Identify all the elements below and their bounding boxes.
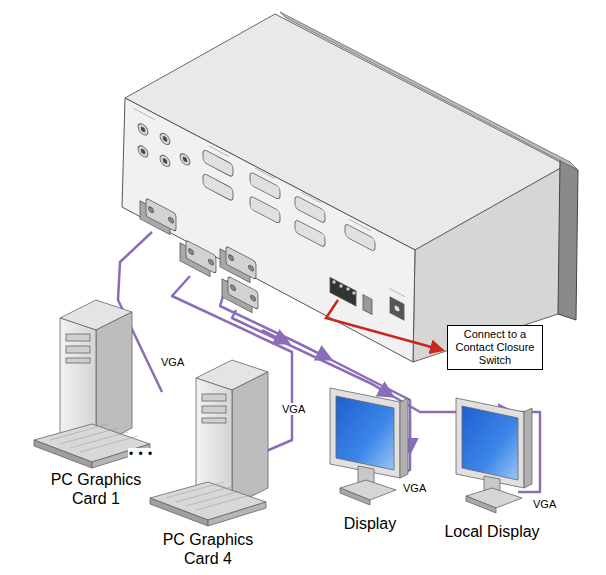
signal-label: VGA: [532, 498, 557, 510]
pc-caption: PC Graphics Card 1: [40, 470, 152, 508]
node-text: Local Display: [432, 522, 552, 541]
callout-box: Connect to a Contact Closure Switch: [447, 325, 543, 370]
node-text: Display: [325, 514, 415, 533]
pc-caption: PC Graphics Card 4: [152, 530, 264, 568]
cable-arrow: [409, 420, 412, 452]
pc-tower: [150, 360, 268, 526]
display-caption: Display: [325, 514, 415, 533]
vga-cable: [232, 310, 540, 492]
node-text: Connect to a Contact Closure Switch: [451, 328, 539, 367]
monitor: [330, 388, 408, 505]
control-arrow: [326, 300, 442, 350]
signal-label: VGA: [160, 356, 185, 368]
vga-plugs: [140, 195, 258, 316]
pc-tower: [34, 300, 150, 468]
cable-arrow: [372, 384, 392, 396]
cable-arrow: [262, 330, 288, 343]
ellipsis: • • •: [128, 448, 154, 460]
signal-label: VGA: [281, 403, 306, 415]
terminal-block: [332, 280, 356, 295]
cable-arrow: [300, 344, 330, 359]
node-text: PC Graphics Card 4: [152, 530, 264, 568]
signal-label: VGA: [402, 482, 427, 494]
display-caption: Local Display: [432, 522, 552, 541]
monitor: [456, 398, 532, 513]
switcher-housing: [122, 12, 578, 362]
node-text: PC Graphics Card 1: [40, 470, 152, 508]
